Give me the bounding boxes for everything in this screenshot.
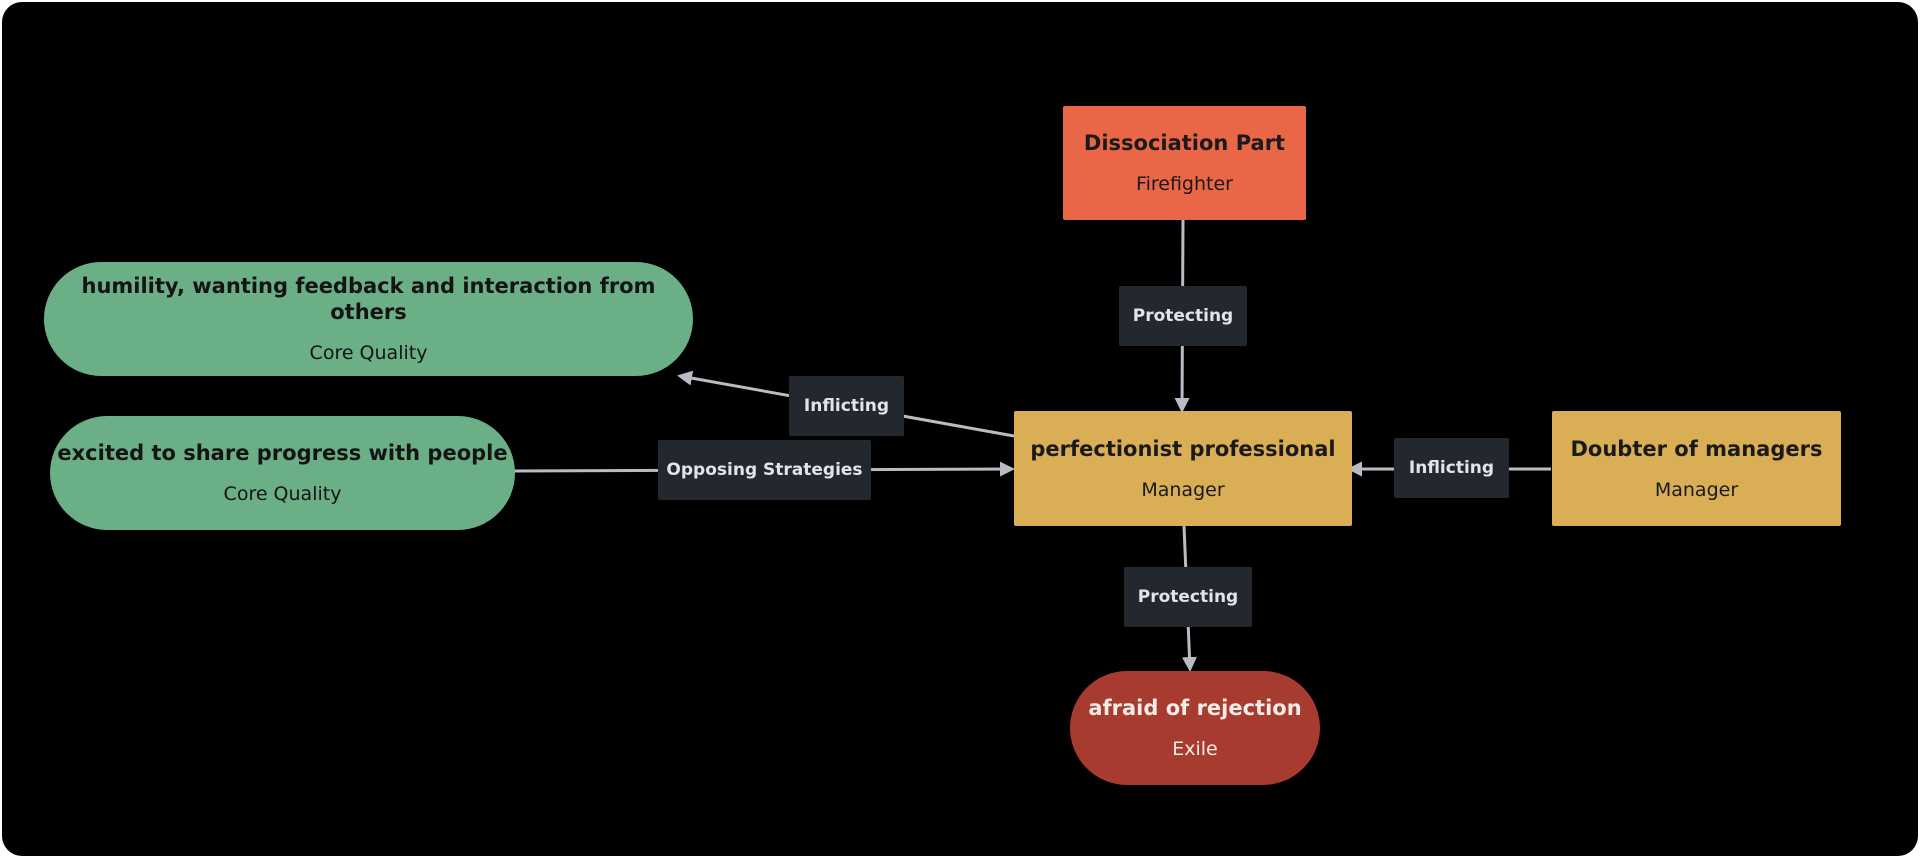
node-doubter-of-managers[interactable]: Doubter of managers Manager: [1552, 411, 1841, 526]
node-role: Manager: [1141, 478, 1225, 501]
node-excited[interactable]: excited to share progress with people Co…: [50, 416, 515, 530]
node-role: Exile: [1172, 738, 1218, 760]
edge-label-opposing-strategies[interactable]: Opposing Strategies: [658, 440, 871, 500]
edge-label-inflicting-left[interactable]: Inflicting: [789, 376, 904, 436]
edge-label-protecting-top[interactable]: Protecting: [1119, 286, 1247, 346]
node-role: Firefighter: [1136, 173, 1233, 195]
node-title: Doubter of managers: [1570, 436, 1823, 461]
node-perfectionist-professional[interactable]: perfectionist professional Manager: [1014, 411, 1352, 526]
edge-label-protecting-bottom[interactable]: Protecting: [1124, 567, 1252, 627]
node-afraid-of-rejection[interactable]: afraid of rejection Exile: [1070, 671, 1320, 785]
node-title: afraid of rejection: [1088, 696, 1302, 720]
node-dissociation-part[interactable]: Dissociation Part Firefighter: [1063, 106, 1306, 220]
node-humility[interactable]: humility, wanting feedback and interacti…: [44, 262, 693, 376]
node-role: Core Quality: [223, 483, 342, 505]
node-title: humility, wanting feedback and interacti…: [81, 274, 656, 324]
node-title: excited to share progress with people: [57, 441, 508, 465]
edge-label-inflicting-right[interactable]: Inflicting: [1394, 438, 1509, 498]
node-role: Core Quality: [309, 342, 428, 364]
node-role: Manager: [1654, 478, 1739, 501]
node-title: perfectionist professional: [1030, 436, 1336, 461]
node-title: Dissociation Part: [1083, 131, 1286, 155]
